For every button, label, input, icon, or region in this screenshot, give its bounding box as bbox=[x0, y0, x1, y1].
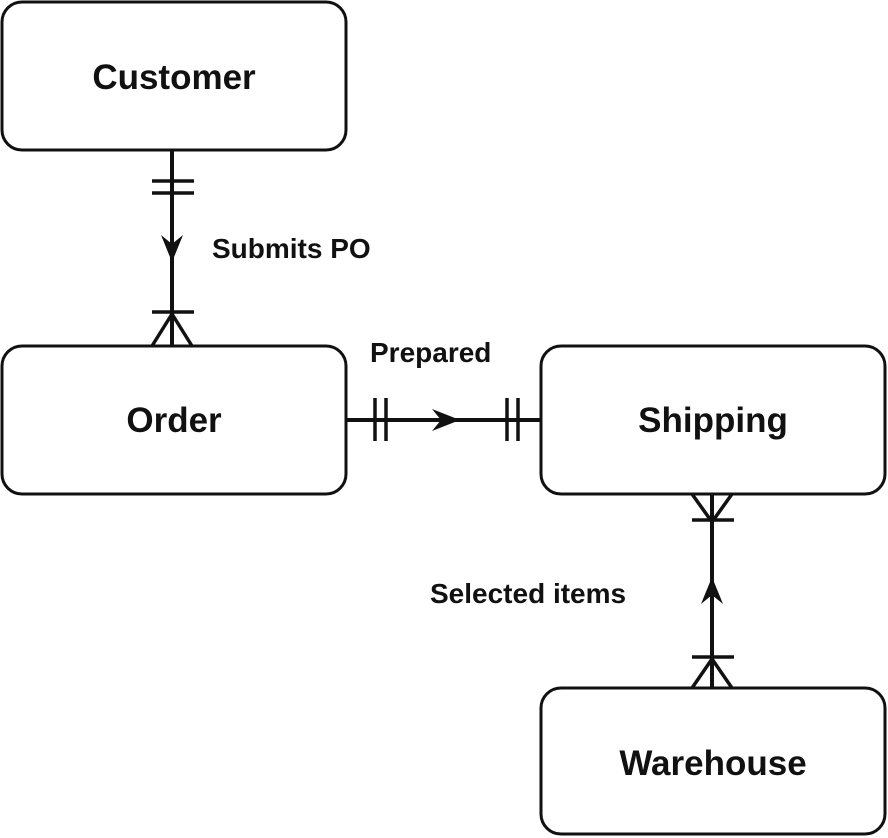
selected-items-arrow-icon bbox=[701, 577, 723, 604]
selected-items-crowsfoot-top-icon bbox=[690, 492, 734, 526]
relationship-submits-po[interactable]: Submits PO bbox=[150, 150, 371, 347]
entity-warehouse[interactable]: Warehouse bbox=[539, 686, 887, 836]
entity-shipping[interactable]: Shipping bbox=[539, 344, 887, 496]
submits-po-crowsfoot-icon bbox=[150, 310, 194, 347]
entity-customer[interactable]: Customer bbox=[0, 0, 348, 152]
relationship-selected-items[interactable]: Selected items bbox=[430, 492, 734, 689]
submits-po-arrow-icon bbox=[161, 235, 183, 262]
entity-order[interactable]: Order bbox=[0, 344, 348, 496]
entity-order-label: Order bbox=[126, 401, 222, 440]
submits-po-label: Submits PO bbox=[212, 233, 371, 264]
relationship-prepared[interactable]: Prepared bbox=[346, 337, 541, 441]
selected-items-crowsfoot-bottom-icon bbox=[690, 655, 734, 689]
entity-shipping-label: Shipping bbox=[638, 401, 788, 440]
selected-items-label: Selected items bbox=[430, 578, 626, 609]
entity-warehouse-label: Warehouse bbox=[619, 744, 806, 783]
prepared-arrow-icon bbox=[432, 409, 460, 431]
entity-customer-label: Customer bbox=[92, 58, 256, 97]
prepared-label: Prepared bbox=[370, 337, 491, 368]
